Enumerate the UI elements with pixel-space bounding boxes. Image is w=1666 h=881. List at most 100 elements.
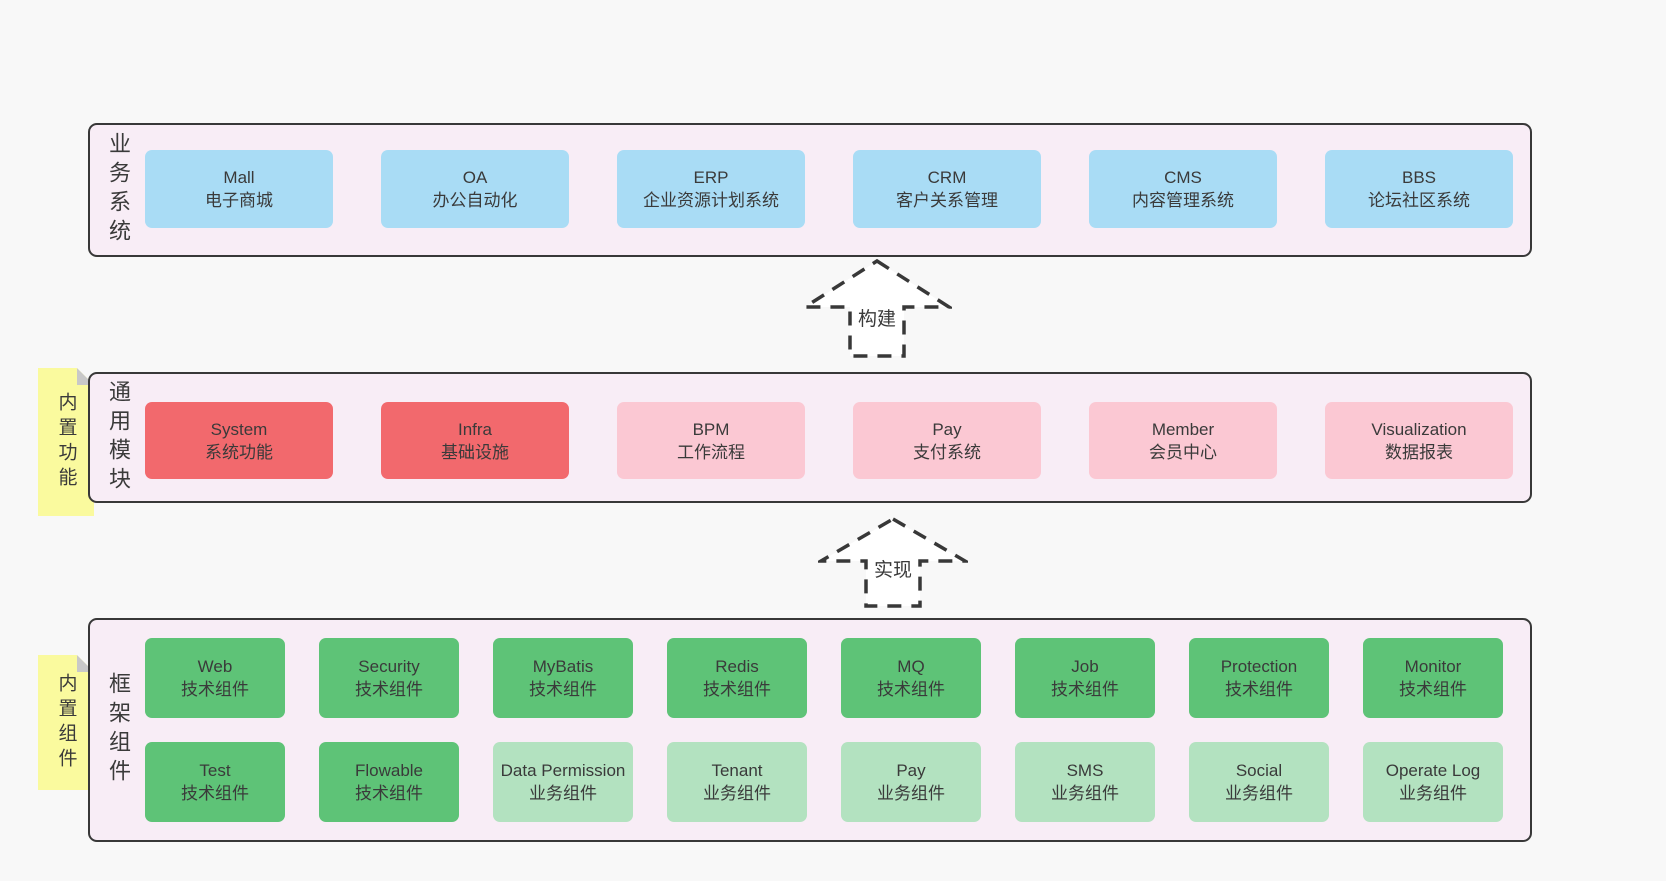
box-tenant: Tenant 业务组件 bbox=[667, 742, 807, 822]
box-subtitle: 技术组件 bbox=[529, 680, 597, 699]
box-title: Security bbox=[358, 657, 420, 676]
box-security: Security 技术组件 bbox=[319, 638, 459, 718]
box-title: Visualization bbox=[1371, 419, 1467, 439]
box-subtitle: 业务组件 bbox=[703, 784, 771, 803]
sticky-note-label: 内置组件 bbox=[55, 672, 77, 773]
box-subtitle: 内容管理系统 bbox=[1132, 191, 1234, 210]
box-sms: SMS 业务组件 bbox=[1015, 742, 1155, 822]
box-title: BPM bbox=[692, 419, 730, 439]
box-mall: Mall 电子商城 bbox=[145, 150, 333, 228]
box-title: Mall bbox=[223, 168, 255, 187]
sticky-note-builtin-components: 内置组件 bbox=[38, 655, 94, 790]
box-title: Job bbox=[1071, 657, 1099, 676]
box-system: System 系统功能 bbox=[145, 402, 333, 479]
box-subtitle: 业务组件 bbox=[1051, 784, 1119, 803]
box-erp: ERP 企业资源计划系统 bbox=[617, 150, 805, 228]
box-subtitle: 技术组件 bbox=[1399, 680, 1467, 699]
dashed-up-arrow-icon bbox=[802, 258, 952, 358]
arrow-build: 构建 bbox=[802, 258, 952, 359]
box-subtitle: 技术组件 bbox=[355, 680, 423, 699]
box-title: ERP bbox=[693, 168, 729, 187]
box-title: Tenant bbox=[711, 761, 763, 780]
box-test: Test 技术组件 bbox=[145, 742, 285, 822]
box-title: CMS bbox=[1164, 168, 1202, 187]
box-title: OA bbox=[462, 168, 488, 187]
box-subtitle: 数据报表 bbox=[1385, 442, 1453, 462]
box-cms: CMS 内容管理系统 bbox=[1089, 150, 1277, 228]
box-subtitle: 技术组件 bbox=[181, 680, 249, 699]
box-subtitle: 业务组件 bbox=[877, 784, 945, 803]
box-title: Redis bbox=[715, 657, 759, 676]
box-redis: Redis 技术组件 bbox=[667, 638, 807, 718]
box-subtitle: 技术组件 bbox=[703, 680, 771, 699]
box-data-permission: Data Permission 业务组件 bbox=[493, 742, 633, 822]
box-subtitle: 会员中心 bbox=[1149, 442, 1217, 462]
box-subtitle: 电子商城 bbox=[205, 191, 273, 210]
arrow-implement-label: 实现 bbox=[871, 560, 915, 582]
sticky-note-builtin-features: 内置功能 bbox=[38, 368, 94, 516]
box-title: Protection bbox=[1220, 657, 1298, 676]
box-infra: Infra 基础设施 bbox=[381, 402, 569, 479]
box-pay: Pay 业务组件 bbox=[841, 742, 981, 822]
box-subtitle: 系统功能 bbox=[205, 442, 273, 462]
box-bbs: BBS 论坛社区系统 bbox=[1325, 150, 1513, 228]
sticky-note-label: 内置功能 bbox=[55, 392, 77, 492]
box-title: Test bbox=[199, 761, 231, 780]
arrow-build-label: 构建 bbox=[855, 309, 899, 331]
box-subtitle: 技术组件 bbox=[1225, 680, 1293, 699]
box-title: Monitor bbox=[1404, 657, 1462, 676]
box-subtitle: 基础设施 bbox=[441, 442, 509, 462]
box-title: CRM bbox=[927, 168, 967, 187]
box-title: SMS bbox=[1066, 761, 1104, 780]
box-title: Data Permission bbox=[500, 761, 626, 780]
box-flowable: Flowable 技术组件 bbox=[319, 742, 459, 822]
box-title: Infra bbox=[457, 419, 493, 439]
box-title: Pay bbox=[932, 419, 962, 439]
box-subtitle: 技术组件 bbox=[355, 784, 423, 803]
box-title: System bbox=[210, 419, 268, 439]
box-subtitle: 业务组件 bbox=[1399, 784, 1467, 803]
box-title: BBS bbox=[1401, 168, 1437, 187]
box-subtitle: 客户关系管理 bbox=[896, 191, 998, 210]
box-title: Operate Log bbox=[1385, 761, 1481, 780]
box-subtitle: 技术组件 bbox=[1051, 680, 1119, 699]
box-title: Flowable bbox=[354, 761, 424, 780]
box-monitor: Monitor 技术组件 bbox=[1363, 638, 1503, 718]
arrow-implement: 实现 bbox=[818, 516, 968, 609]
box-subtitle: 工作流程 bbox=[677, 442, 745, 462]
box-title: Social bbox=[1235, 761, 1283, 780]
box-bpm: BPM 工作流程 bbox=[617, 402, 805, 479]
box-title: MQ bbox=[897, 657, 925, 676]
box-subtitle: 技术组件 bbox=[181, 784, 249, 803]
box-subtitle: 企业资源计划系统 bbox=[643, 191, 779, 210]
box-title: MyBatis bbox=[532, 657, 594, 676]
section-label-framework-components: 框架组件 bbox=[106, 672, 131, 788]
section-label-common-modules: 通用模块 bbox=[106, 379, 131, 496]
box-crm: CRM 客户关系管理 bbox=[853, 150, 1041, 228]
box-protection: Protection 技术组件 bbox=[1189, 638, 1329, 718]
box-subtitle: 业务组件 bbox=[529, 784, 597, 803]
box-operate-log: Operate Log 业务组件 bbox=[1363, 742, 1503, 822]
section-label-business-systems: 业务系统 bbox=[106, 132, 131, 248]
box-job: Job 技术组件 bbox=[1015, 638, 1155, 718]
box-subtitle: 业务组件 bbox=[1225, 784, 1293, 803]
box-social: Social 业务组件 bbox=[1189, 742, 1329, 822]
box-mybatis: MyBatis 技术组件 bbox=[493, 638, 633, 718]
box-subtitle: 论坛社区系统 bbox=[1368, 191, 1470, 210]
box-subtitle: 支付系统 bbox=[913, 442, 981, 462]
box-title: Pay bbox=[896, 761, 926, 780]
box-visualization: Visualization 数据报表 bbox=[1325, 402, 1513, 479]
